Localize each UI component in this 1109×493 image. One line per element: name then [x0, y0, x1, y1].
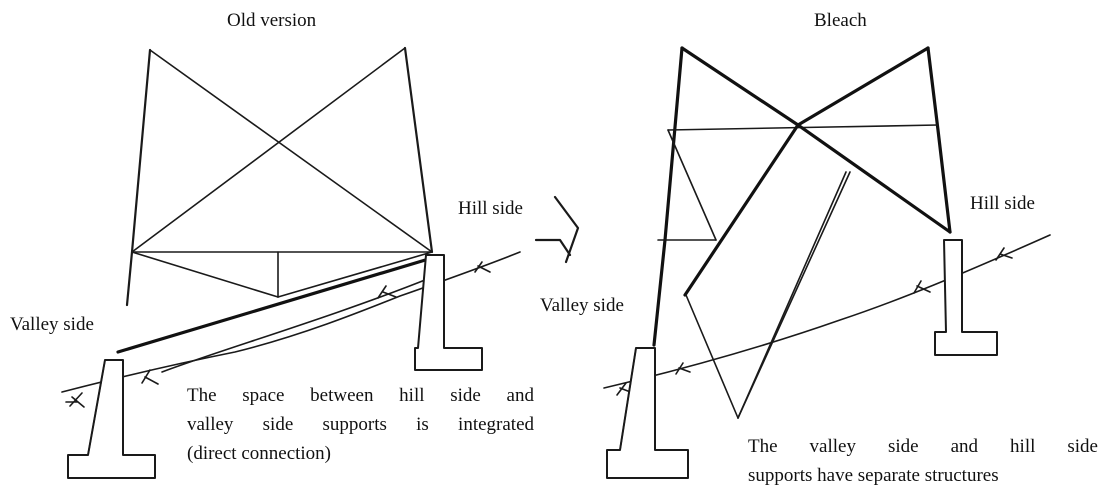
left-valley-support — [67, 359, 156, 479]
right-valley-support — [606, 347, 689, 479]
left-caption-line-3: (direct connection) — [187, 443, 332, 464]
right-caption-line-2: supports have separate structures — [748, 465, 999, 486]
right-valley-side-label: Valley side — [540, 295, 624, 316]
right-hill-support — [934, 239, 998, 356]
right-hill-side-label: Hill side — [970, 193, 1035, 214]
left-valley-side-label: Valley side — [10, 314, 94, 335]
left-ground — [61, 251, 521, 408]
left-tower — [116, 46, 434, 373]
left-panel-title: Old version — [227, 10, 317, 31]
left-hill-side-label: Hill side — [458, 198, 523, 219]
right-ground — [603, 234, 1051, 396]
left-caption: The space between hill side and valley s… — [187, 381, 534, 468]
right-panel-title: Bleach — [814, 10, 867, 31]
left-caption-line-2: valley side supports is integrated — [187, 414, 534, 435]
left-caption-line-1: The space between hill side and — [187, 385, 534, 406]
right-caption-line-1: The valley side and hill side — [748, 436, 1098, 457]
left-hill-support — [414, 254, 483, 371]
right-caption: The valley side and hill side supports h… — [748, 432, 1098, 490]
right-chevron-arrow-icon — [534, 195, 580, 264]
right-tower — [652, 46, 952, 419]
